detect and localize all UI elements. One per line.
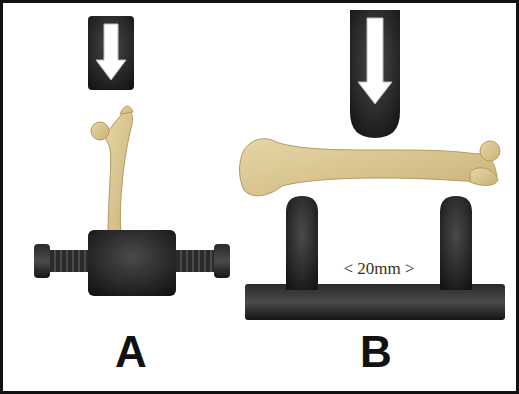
dimension-label: < 20mm >	[343, 260, 414, 277]
panel-letter: B	[360, 330, 392, 374]
femur-b	[240, 139, 501, 196]
plunger-a	[88, 16, 134, 90]
panel-letter: A	[115, 330, 147, 374]
femur-a	[91, 106, 133, 236]
three-point-fixture	[245, 196, 505, 320]
plunger-b	[350, 10, 400, 138]
clamp-vise	[34, 230, 230, 296]
